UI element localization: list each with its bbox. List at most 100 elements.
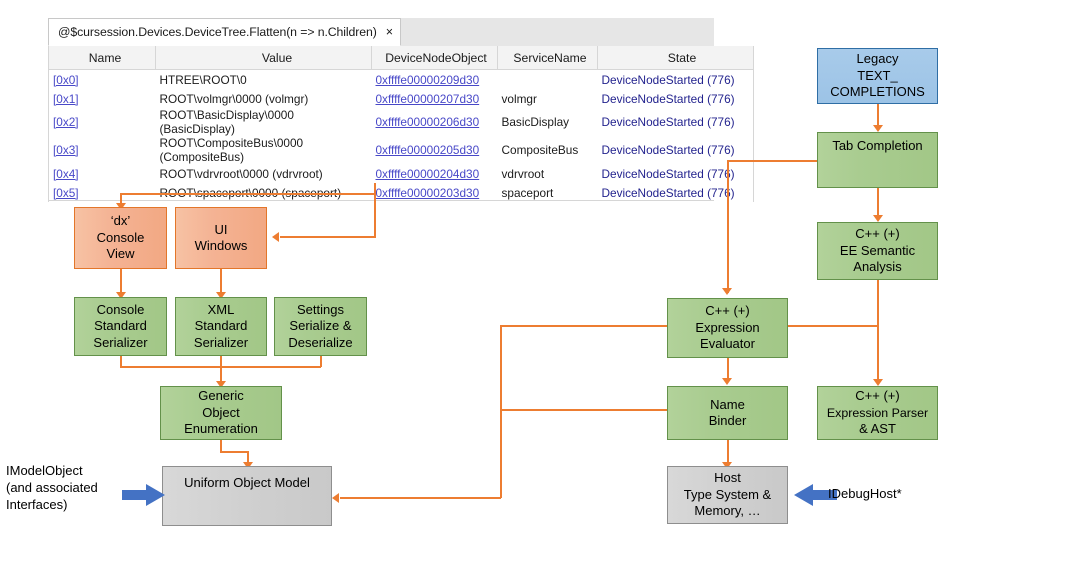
row-state: DeviceNodeStarted (776)	[601, 143, 735, 157]
node-line: EE Semantic	[839, 242, 916, 258]
table-row[interactable]: [0x2] ROOT\BasicDisplay\0000 (BasicDispl…	[48, 108, 754, 136]
row-name-link[interactable]: [0x5]	[53, 185, 79, 200]
row-devicenodeobject-link[interactable]: 0xffffe00000207d30	[375, 91, 480, 106]
connector-expression-evaluator-left	[500, 325, 667, 327]
node-line: ‘dx’	[110, 213, 131, 229]
arrowhead-into-dx-console-view	[116, 203, 126, 210]
node-settings-serialize-deserialize[interactable]: Settings Serialize & Deserialize	[274, 297, 367, 356]
column-header-name[interactable]: Name	[48, 46, 156, 70]
row-name-link[interactable]: [0x1]	[53, 91, 79, 106]
node-expression-parser-ast[interactable]: C++ (+) Expression Parser & AST	[817, 386, 938, 440]
node-line: Binder	[708, 413, 747, 428]
node-tab-completion[interactable]: Tab Completion	[817, 132, 938, 188]
column-header-value[interactable]: Value	[155, 46, 372, 70]
node-host-type-system[interactable]: Host Type System & Memory, …	[667, 466, 788, 524]
node-line: View	[106, 246, 135, 262]
node-line: Object	[202, 404, 240, 420]
blue-arrow-imodelobject-icon	[122, 484, 165, 506]
connector-dx-to-console-serializer	[120, 269, 122, 295]
node-line: Expression Parser	[826, 405, 929, 420]
connector-uiwindows-to-xml-serializer	[220, 269, 222, 295]
node-line: UI	[214, 221, 228, 237]
arrowhead-into-expression-evaluator-top	[722, 288, 732, 295]
node-ui-windows[interactable]: UI Windows	[175, 207, 267, 269]
node-line: Analysis	[853, 259, 902, 275]
node-line: COMPLETIONS	[830, 84, 925, 100]
connector-tab-completion-left	[727, 160, 819, 162]
node-uniform-object-model[interactable]: Uniform Object Model	[162, 466, 332, 526]
row-devicenodeobject-link[interactable]: 0xffffe00000206d30	[375, 115, 480, 129]
table-row[interactable]: [0x3] ROOT\CompositeBus\0000 (CompositeB…	[48, 136, 754, 164]
row-value: ROOT\volmgr\0000 (volmgr)	[159, 91, 309, 106]
column-header-servicename[interactable]: ServiceName	[497, 46, 598, 70]
table-row[interactable]: [0x1] ROOT\volmgr\0000 (volmgr) 0xffffe0…	[48, 89, 754, 108]
connector-tab-completion-to-ee-semantic	[877, 188, 879, 218]
arrowhead-into-host-type-system	[722, 462, 732, 469]
row-name-link[interactable]: [0x4]	[53, 166, 79, 181]
close-icon[interactable]: ×	[385, 25, 394, 39]
connector-legacy-to-tab-completion	[877, 104, 879, 128]
connector-evaluator-route-vertical	[500, 325, 502, 498]
table-row[interactable]: [0x0] HTREE\ROOT\0 0xffffe00000209d30 De…	[48, 69, 754, 90]
connector-generic-enum-jog	[220, 451, 248, 453]
node-line: Windows	[194, 238, 248, 253]
row-value: ROOT\vdrvroot\0000 (vdrvroot)	[159, 166, 323, 181]
connector-grid-to-dx-vertical-stub	[374, 183, 376, 194]
row-devicenodeobject-link[interactable]: 0xffffe00000204d30	[375, 166, 480, 181]
label-imodelobject: IModelObject (and associated Interfaces)	[6, 463, 98, 512]
row-name-link[interactable]: [0x0]	[53, 72, 79, 87]
connector-grid-to-dx-horizontal	[120, 193, 376, 195]
column-header-devicenodeobject[interactable]: DeviceNodeObject	[371, 46, 498, 70]
arrowhead-into-uniform-object-model	[243, 462, 253, 469]
node-generic-object-enumeration[interactable]: Generic Object Enumeration	[160, 386, 282, 440]
row-name-link[interactable]: [0x3]	[53, 143, 79, 157]
node-ee-semantic-analysis[interactable]: C++ (+) EE Semantic Analysis	[817, 222, 938, 280]
connector-generic-enum-down	[220, 440, 222, 452]
row-name-link[interactable]: [0x2]	[53, 115, 79, 129]
node-line: Standard	[194, 318, 248, 334]
arrowhead-into-ee-semantic-analysis	[873, 215, 883, 222]
node-line: Evaluator	[700, 336, 755, 352]
row-servicename	[498, 70, 598, 90]
arrowhead-into-console-serializer	[116, 292, 126, 299]
arrowhead-into-uniform-object-model-right	[332, 493, 339, 503]
node-expression-evaluator[interactable]: C++ (+) Expression Evaluator	[667, 298, 788, 358]
connector-grid-to-uiwindows-vertical	[374, 193, 376, 236]
node-xml-standard-serializer[interactable]: XML Standard Serializer	[175, 297, 267, 356]
node-dx-console-view[interactable]: ‘dx’ Console View	[74, 207, 167, 269]
column-header-state[interactable]: State	[597, 46, 754, 70]
node-line: Name	[710, 396, 745, 412]
node-line: Host	[714, 470, 741, 486]
node-line: TEXT_	[857, 67, 898, 83]
row-servicename: vdrvroot	[501, 166, 545, 181]
node-name-binder[interactable]: Name Binder	[667, 386, 788, 440]
connector-settings-serializer-down	[320, 356, 322, 367]
node-line: Deserialize	[288, 334, 353, 350]
row-value: ROOT\CompositeBus\0000 (CompositeBus)	[159, 136, 304, 164]
node-legacy-text-completions[interactable]: Legacy TEXT_ COMPLETIONS	[817, 48, 938, 104]
connector-grid-to-uiwindows-horizontal	[280, 236, 376, 238]
connector-merge-to-generic-enum	[220, 356, 222, 386]
node-line: Serializer	[193, 334, 249, 350]
row-devicenodeobject-link[interactable]: 0xffffe00000205d30	[375, 143, 480, 157]
connector-dx-drop	[120, 193, 122, 205]
node-line: C++ (+)	[705, 303, 750, 319]
row-devicenodeobject-link[interactable]: 0xffffe00000203d30	[375, 185, 480, 200]
table-row[interactable]: [0x5] ROOT\spaceport\0000 (spaceport) 0x…	[48, 183, 754, 202]
row-servicename: BasicDisplay	[501, 115, 570, 129]
connector-tab-completion-down	[727, 160, 729, 293]
device-tree-table: Name Value DeviceNodeObject ServiceName …	[48, 46, 754, 202]
node-line: Tab Completion	[832, 138, 923, 153]
tab-devicetree-query[interactable]: @$cursession.Devices.DeviceTree.Flatten(…	[48, 18, 401, 46]
row-devicenodeobject-link[interactable]: 0xffffe00000209d30	[375, 72, 480, 87]
tab-strip: @$cursession.Devices.DeviceTree.Flatten(…	[48, 18, 714, 47]
node-line: Serializer	[93, 334, 148, 350]
arrowhead-into-ui-windows	[272, 232, 279, 242]
connector-evaluator-to-parser-branch	[788, 325, 878, 327]
connector-route-into-uom-horizontal	[340, 497, 501, 499]
row-state: DeviceNodeStarted (776)	[601, 91, 735, 106]
connector-name-binder-to-host	[727, 440, 729, 465]
node-console-standard-serializer[interactable]: Console Standard Serializer	[74, 297, 167, 356]
table-row[interactable]: [0x4] ROOT\vdrvroot\0000 (vdrvroot) 0xff…	[48, 164, 754, 183]
row-state: DeviceNodeStarted (776)	[601, 115, 735, 129]
